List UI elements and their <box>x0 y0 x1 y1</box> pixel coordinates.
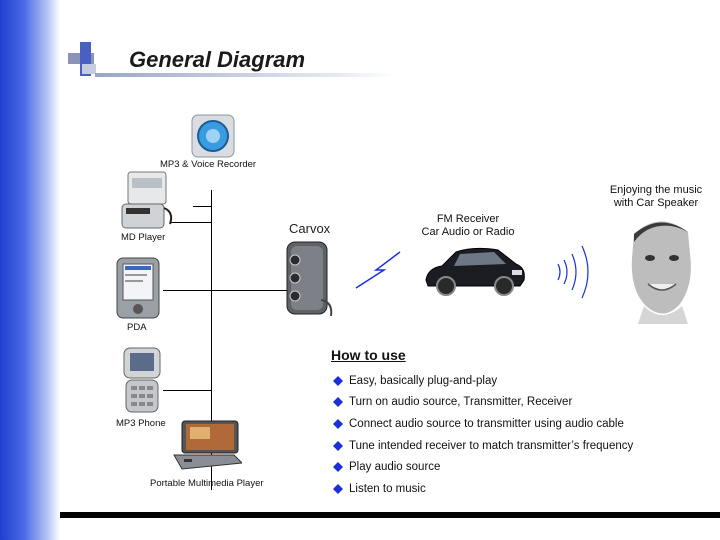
title-ornament-icon <box>68 42 96 76</box>
portable-multimedia-player-image <box>173 420 242 470</box>
car-image <box>425 247 525 296</box>
how-to-step-text: Tune intended receiver to match transmit… <box>349 440 634 452</box>
fm-receiver-label-line1: FM Receiver <box>436 213 500 225</box>
md-player-image <box>121 171 173 229</box>
enjoying-music-label: Enjoying the music with Car Speaker <box>596 184 716 210</box>
diamond-bullet-icon <box>333 462 343 472</box>
mp3-voice-recorder-image <box>191 114 235 158</box>
diamond-bullet-icon <box>333 419 343 429</box>
bottom-divider-bar <box>60 512 720 518</box>
diamond-bullet-icon <box>333 484 343 494</box>
portable-multimedia-player-label: Portable Multimedia Player <box>150 478 264 489</box>
how-to-step: Easy, basically plug-and-play <box>333 373 497 389</box>
how-to-step-text: Turn on audio source, Transmitter, Recei… <box>349 396 573 408</box>
how-to-step-text: Listen to music <box>349 483 426 495</box>
page-title: General Diagram <box>129 47 306 72</box>
mp3-phone-image <box>123 347 161 413</box>
diamond-bullet-icon <box>333 376 343 386</box>
how-to-step: Play audio source <box>333 459 440 475</box>
how-to-step: Listen to music <box>333 481 426 497</box>
how-to-step-text: Connect audio source to transmitter usin… <box>349 418 624 430</box>
listener-face-image <box>624 214 696 324</box>
how-to-step-text: Easy, basically plug-and-play <box>349 375 498 387</box>
carvox-label: Carvox <box>289 221 331 236</box>
how-to-step-text: Play audio source <box>349 461 441 473</box>
pda-label: PDA <box>127 322 147 333</box>
side-accent-bar <box>0 0 60 540</box>
fm-receiver-label-line2: Car Audio or Radio <box>421 226 515 238</box>
mp3-phone-label: MP3 Phone <box>116 418 166 429</box>
carvox-transmitter-image <box>286 241 333 317</box>
enjoying-music-label-line2: with Car Speaker <box>613 197 699 209</box>
sound-waves-icon <box>557 245 589 299</box>
connector-line-recorder <box>193 206 211 207</box>
title-underline <box>95 73 395 77</box>
md-player-label: MD Player <box>121 232 166 243</box>
diamond-bullet-icon <box>333 397 343 407</box>
mp3-voice-recorder-label: MP3 & Voice Recorder <box>160 159 257 170</box>
diamond-bullet-icon <box>333 441 343 451</box>
how-to-step: Connect audio source to transmitter usin… <box>333 416 624 432</box>
connector-line-phone <box>163 390 211 391</box>
wireless-signal-icon <box>355 251 401 289</box>
fm-receiver-label: FM Receiver Car Audio or Radio <box>406 213 530 239</box>
pda-image <box>116 257 160 319</box>
source-bus-line <box>211 190 212 490</box>
enjoying-music-label-line1: Enjoying the music <box>609 184 703 196</box>
connector-line-pda <box>163 290 290 291</box>
how-to-step: Tune intended receiver to match transmit… <box>333 438 633 454</box>
connector-line-md <box>170 222 211 223</box>
how-to-step: Turn on audio source, Transmitter, Recei… <box>333 394 572 410</box>
how-to-use-title: How to use <box>331 347 406 363</box>
